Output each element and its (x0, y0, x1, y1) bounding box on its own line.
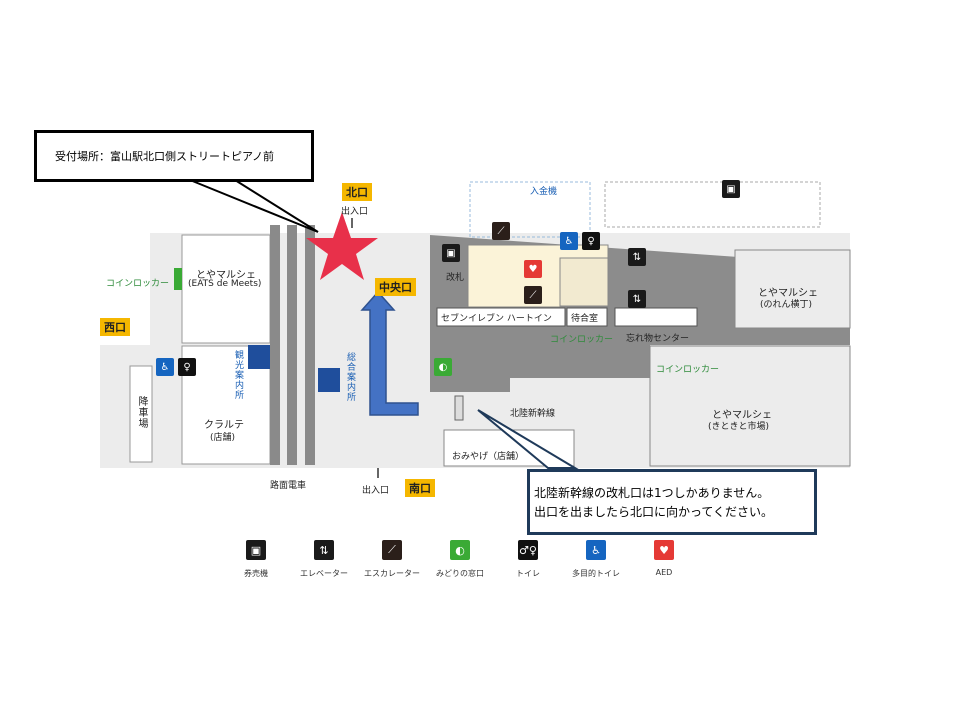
legend-label: 券売機 (244, 569, 268, 578)
eats-shop-block (181, 234, 271, 344)
kitokito-block (649, 345, 851, 467)
tram-label: 路面電車 (270, 481, 307, 491)
lost-found-label: 忘れ物センター (626, 334, 690, 344)
ticket-machine-icon: ▣ (246, 540, 266, 560)
ticket-gate-label: 改札 (446, 273, 465, 283)
noren-block (734, 249, 851, 329)
legend-label: みどりの窓口 (436, 569, 484, 578)
stair-area (559, 257, 609, 307)
waiting-room-label: 待合室 (571, 314, 599, 324)
omiyage-label: おみやげ（店舗） (452, 452, 525, 462)
elevator-icon: ⇅ (314, 540, 334, 560)
south-exit-badge: 南口 (405, 479, 435, 497)
seven-label: セブンイレブン ハートイン (441, 314, 552, 324)
lost-found-bar (614, 307, 698, 327)
north-entrance-label: 出入口 (341, 207, 369, 217)
general-info-label: 総合案内所 (345, 352, 355, 402)
locker-label-1: コインロッカー (106, 279, 170, 289)
locker-label-3: コインロッカー (656, 365, 720, 375)
locker-label-2: コインロッカー (550, 335, 614, 345)
accessible-toilet-icon: ♿ (586, 540, 606, 560)
reception-star (306, 212, 378, 280)
south-entrance-label: 出入口 (362, 486, 390, 496)
legend-item: ▣ 券売機 (216, 540, 296, 579)
direction-arrow (360, 290, 419, 416)
escalator-icon: ⟋ (524, 286, 542, 304)
tourist-info-label: 観光案内所 (233, 350, 243, 400)
legend-item: ◐ みどりの窓口 (420, 540, 500, 579)
accessible-toilet-icon: ♿ (156, 358, 174, 376)
accessible-toilet-icon: ♿ (560, 232, 578, 250)
toilet-icon: ♀ (582, 232, 600, 250)
general-info-block (318, 368, 340, 392)
eats-sub-label: (EATS de Meets) (188, 279, 262, 289)
toilet-icon: ♀ (178, 358, 196, 376)
legend-label: トイレ (516, 569, 540, 578)
legend-item: ⇅ エレベーター (284, 540, 364, 579)
legend-label: AED (655, 568, 673, 577)
seven-bar (436, 307, 566, 327)
tram-track-1 (270, 225, 280, 465)
legend-label: エレベーター (300, 569, 348, 578)
reception-callout: 受付場所：富山駅北口側ストリートピアノ前 (34, 130, 314, 182)
note-callout: 北陸新幹線の改札口は1つしかありません。 出口を出ましたら北口に向かってください… (527, 469, 817, 535)
kurarute-sub-label: (店舗) (210, 433, 236, 443)
midori-window-icon: ◐ (450, 540, 470, 560)
tram-track-3 (305, 225, 315, 465)
taxi-stop-block (129, 365, 153, 463)
noren-sub-label: (のれん横丁) (760, 300, 813, 310)
toilet-icon: ♂♀ (518, 540, 538, 560)
locker-marker-1 (174, 268, 182, 290)
kitokito-label: とやマルシェ (712, 410, 772, 421)
escalator-stripes (454, 395, 464, 421)
legend-label: 多目的トイレ (572, 569, 620, 578)
note-line-1: 北陸新幹線の改札口は1つしかありません。 (534, 486, 770, 500)
central-exit-badge: 中央口 (375, 278, 416, 296)
callout-pointer-top (189, 179, 319, 233)
north-exit-badge: 北口 (342, 183, 372, 201)
upper-area-2 (604, 181, 821, 228)
shinkansen-label: 北陸新幹線 (510, 409, 556, 419)
midori-window-icon: ◐ (434, 358, 452, 376)
legend-item: ⟋ エスカレーター (352, 540, 432, 579)
reception-callout-text: 受付場所：富山駅北口側ストリートピアノ前 (55, 150, 275, 163)
deposit-label: 入金機 (530, 187, 558, 197)
elevator-icon: ⇅ (628, 290, 646, 308)
upper-area (469, 181, 591, 238)
legend-item: ♿ 多目的トイレ (556, 540, 636, 579)
escalator-icon: ⟋ (492, 222, 510, 240)
note-line-2: 出口を出ましたら北口に向かってください。 (534, 505, 774, 519)
west-exit-badge: 西口 (100, 318, 130, 336)
tram-track-2 (287, 225, 297, 465)
escalator-icon: ⟋ (382, 540, 402, 560)
elevator-icon: ⇅ (628, 248, 646, 266)
aed-icon: ♥ (654, 540, 674, 560)
noren-label: とやマルシェ (758, 288, 818, 299)
callout-pointer-bottom (477, 409, 579, 469)
legend-item: ♥ AED (624, 540, 704, 577)
eats-label: とやマルシェ (196, 270, 256, 281)
aed-icon: ♥ (524, 260, 542, 278)
taxi-stop-label: 降車場 (136, 396, 147, 429)
kitokito-sub-label: (きときと市場) (708, 422, 770, 432)
waiting-bar (566, 307, 608, 327)
legend-label: エスカレーター (364, 569, 420, 578)
ticket-machine-icon: ▣ (442, 244, 460, 262)
ticket-machine-icon: ▣ (722, 180, 740, 198)
tourist-info-block (248, 345, 270, 369)
kurarute-label: クラルテ (204, 420, 244, 431)
legend-item: ♂♀ トイレ (488, 540, 568, 579)
